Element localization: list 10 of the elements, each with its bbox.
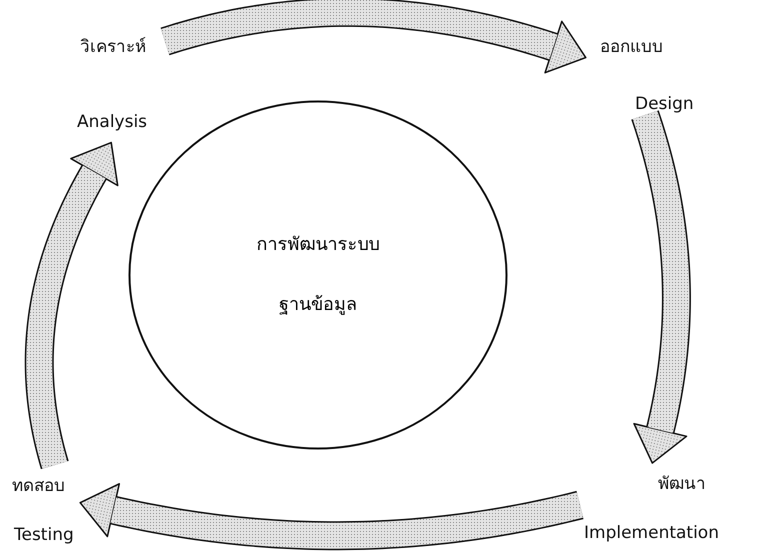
stage-label-english: Implementation xyxy=(584,523,719,543)
stage-label-english: Testing xyxy=(14,525,74,545)
center-label: การพัฒนาระบบฐานข้อมูล xyxy=(256,233,380,317)
curved-arrow xyxy=(79,483,586,550)
stage-label: ทดสอบ xyxy=(12,475,65,498)
stage-label-english: Design xyxy=(635,94,694,114)
stage-label: พัฒนา xyxy=(658,473,706,496)
stage-label: วิเคราะห์ xyxy=(80,36,146,59)
stage-label-english: Analysis xyxy=(77,112,148,132)
stage-label: ออกแบบ xyxy=(600,36,663,59)
